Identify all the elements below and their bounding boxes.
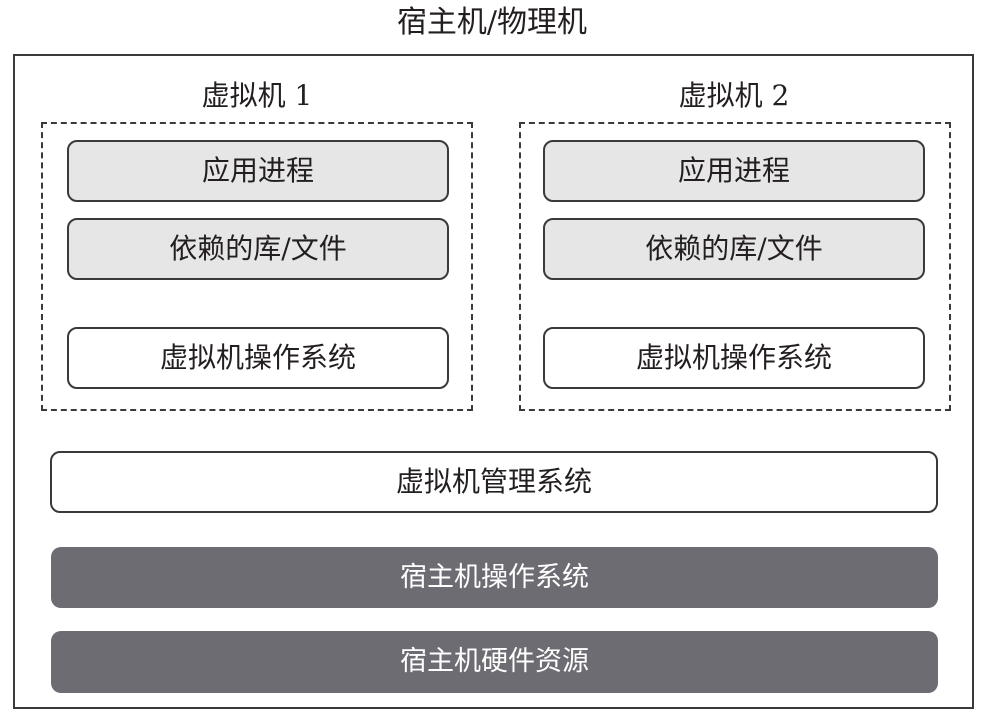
vm1-container (41, 122, 473, 411)
vm2-app-process-box: 应用进程 (543, 140, 925, 202)
vm2-container (519, 122, 951, 411)
host-os-box: 宿主机操作系统 (51, 547, 938, 608)
host-title: 宿主机/物理机 (396, 5, 588, 40)
vm1-app-process-box: 应用进程 (67, 140, 449, 202)
vm1-guest-os-box: 虚拟机操作系统 (67, 327, 449, 389)
vm1-libs-box: 依赖的库/文件 (67, 218, 449, 280)
vm2-guest-os-box: 虚拟机操作系统 (543, 327, 925, 389)
host-hardware-box: 宿主机硬件资源 (51, 631, 938, 693)
vm2-title: 虚拟机 2 (678, 79, 790, 112)
vm1-title: 虚拟机 1 (201, 79, 313, 112)
host-machine-frame (13, 54, 974, 709)
hypervisor-box: 虚拟机管理系统 (50, 451, 938, 513)
vm2-libs-box: 依赖的库/文件 (543, 218, 925, 280)
